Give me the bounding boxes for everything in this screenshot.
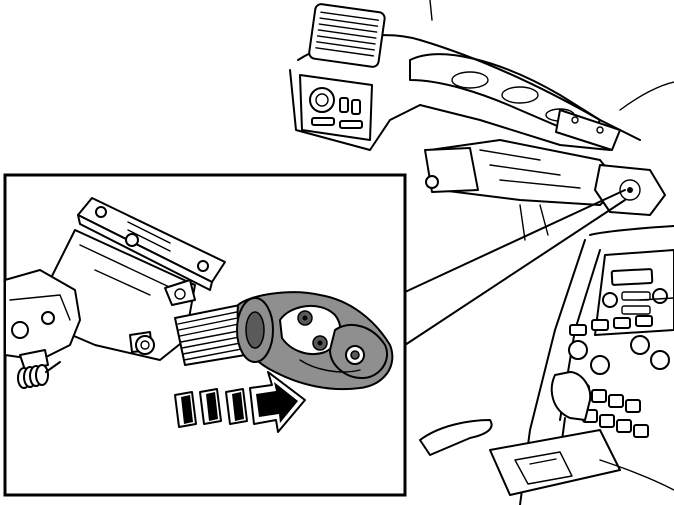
air-vent-icon bbox=[308, 3, 386, 68]
climate-knob-icon bbox=[590, 355, 610, 375]
radio-unit bbox=[594, 249, 674, 336]
dashboard-lower-edge bbox=[289, 69, 611, 151]
windscreen-line bbox=[619, 81, 674, 111]
gear-selector bbox=[489, 371, 621, 496]
gear-gate bbox=[489, 429, 621, 496]
spring-icon bbox=[17, 361, 61, 389]
wiper-line bbox=[429, 0, 433, 21]
column-bracket bbox=[555, 109, 621, 151]
detail-inset bbox=[3, 173, 407, 497]
climate-knob-icon bbox=[630, 335, 650, 355]
callout-lines bbox=[404, 189, 626, 346]
light-knob-icon bbox=[309, 87, 335, 113]
adjust-bolt-icon bbox=[125, 233, 139, 247]
pinch-bolt-icon bbox=[135, 335, 155, 355]
climate-knob-icon bbox=[568, 340, 588, 360]
console-top-edge bbox=[589, 225, 674, 236]
universal-joint-icon bbox=[236, 291, 394, 391]
door-pull-handle bbox=[419, 419, 493, 456]
steering-column-in-dash bbox=[424, 109, 666, 241]
callout-line-upper bbox=[404, 189, 626, 293]
direction-arrow-right bbox=[174, 371, 306, 433]
light-switch-panel bbox=[299, 74, 373, 141]
climate-knob-icon bbox=[650, 350, 670, 370]
gear-lever-icon bbox=[550, 371, 592, 421]
dashboard-overview bbox=[289, 0, 674, 505]
callout-line-lower bbox=[404, 199, 626, 346]
mounting-bracket bbox=[77, 197, 226, 291]
